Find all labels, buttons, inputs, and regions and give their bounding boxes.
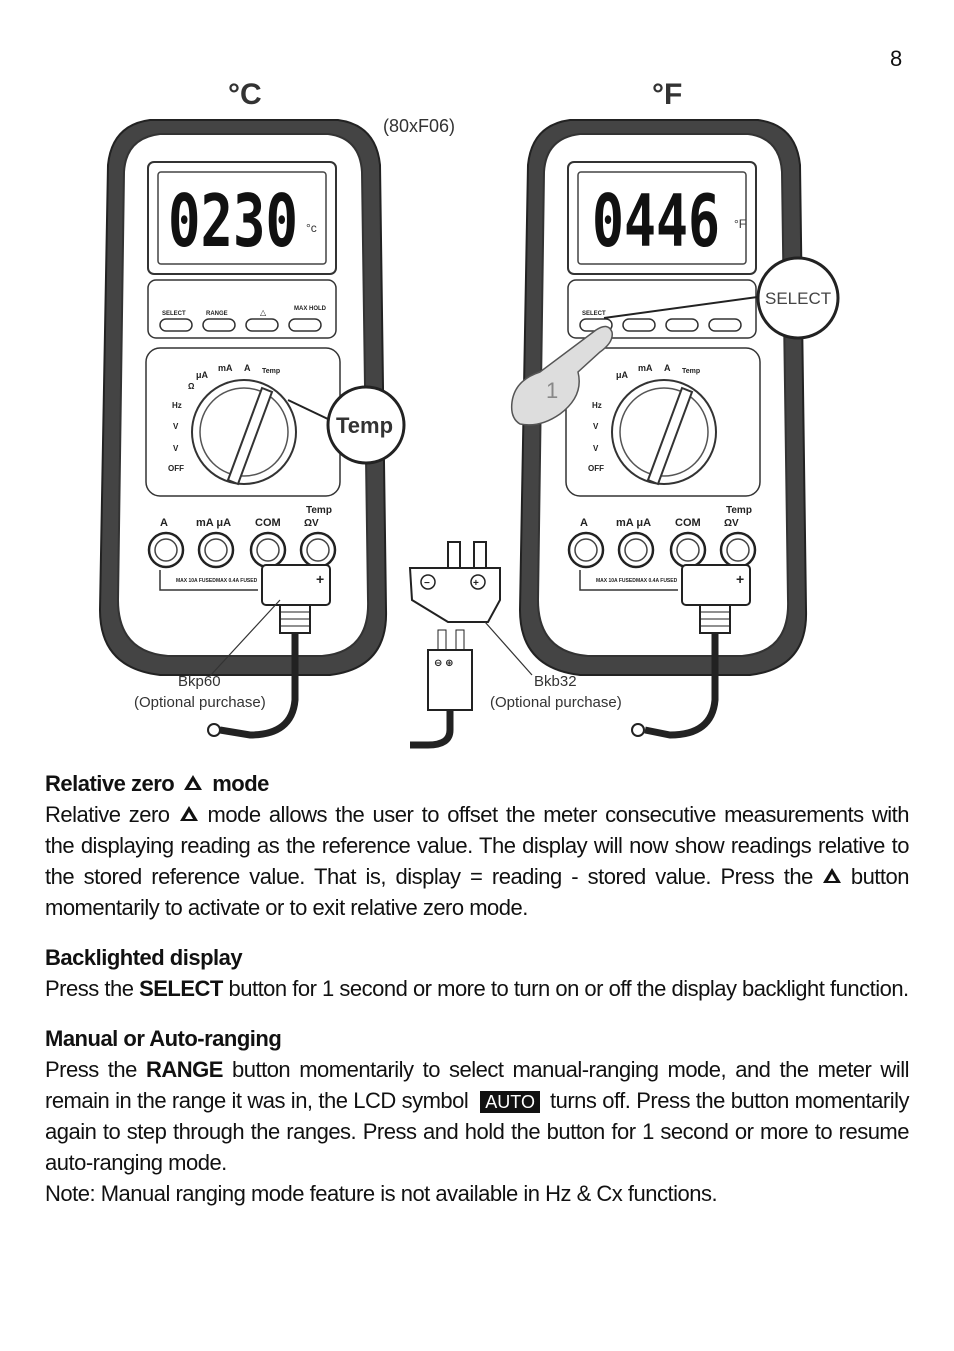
right-unit-label: °F (652, 78, 682, 111)
right-jack-label-temp: Temp (726, 505, 752, 516)
relative-zero-body-b: mode allows the user to offset the meter… (45, 802, 910, 889)
ranging-body-c: turns off. Press the button momentarily … (45, 1088, 910, 1175)
delta-icon (179, 806, 198, 821)
right-jack-label-ohmv: ΩV (724, 518, 739, 529)
right-fuse-10a: MAX 10A FUSED (596, 578, 636, 584)
ranging-body-b: button momentarily to select manual-rang… (45, 1057, 909, 1113)
finger-number: 1 (546, 378, 558, 403)
left-btn-label-rel: △ (260, 308, 267, 317)
right-dial-off: OFF (588, 464, 604, 473)
backlight-heading: Backlighted display (45, 945, 243, 970)
left-dial-temp: Temp (262, 368, 280, 375)
left-dial-hz: Hz (172, 401, 182, 410)
right-dial-ma: mA (638, 363, 653, 373)
right-lcd-value: 0446 (592, 179, 720, 263)
right-dial-hz: Hz (592, 401, 602, 410)
backlight-body-a: Press the (45, 976, 134, 1001)
left-dial-ohm: Ω (188, 382, 195, 391)
svg-text:+: + (736, 571, 744, 587)
relative-zero-body-a: Relative zero (45, 802, 170, 827)
left-dial-vdc: V (173, 444, 179, 453)
ranging-body-a: Press the (45, 1057, 137, 1082)
right-jack-label-a: A (580, 517, 588, 529)
left-btn-label-maxhold: MAX HOLD (294, 306, 327, 312)
right-callout-select: SELECT (765, 289, 831, 308)
delta-icon (184, 775, 203, 790)
relative-zero-heading: Relative zero mode (45, 768, 909, 799)
svg-text:−: − (424, 578, 430, 589)
left-jack-label-ma: mA μA (196, 517, 231, 529)
ranging-note: Note: Manual ranging mode feature is not… (45, 1181, 718, 1206)
left-jack-label-com: COM (255, 517, 281, 529)
backlight-body-b: button for 1 second or more to turn on o… (228, 976, 909, 1001)
left-meter: °C (80xF06) 0230 °c SELECT RANGE △ MAX H… (98, 78, 455, 739)
left-btn-label-select: SELECT (162, 311, 186, 317)
left-jack-label-ohmv: ΩV (304, 518, 319, 529)
relative-zero-title-b: mode (212, 771, 269, 796)
right-dial-vac: V (593, 422, 599, 431)
left-callout-temp: Temp (336, 413, 393, 438)
relative-zero-title-a: Relative zero (45, 771, 175, 796)
delta-icon (822, 868, 841, 883)
model-label: (80xF06) (383, 116, 455, 136)
ranging-body: Press the RANGE button momentarily to se… (45, 1054, 910, 1178)
svg-text:+: + (473, 578, 479, 589)
right-dial-a: A (664, 363, 671, 373)
left-jack-label-a: A (160, 517, 168, 529)
relative-zero-body-c: button momentarily to activate or to exi… (45, 864, 910, 920)
right-dial-vdc: V (593, 444, 599, 453)
adapter-name: Bkb32 (534, 673, 577, 690)
right-lcd-unit: °F (734, 217, 746, 231)
left-dial-ua: μA (196, 370, 209, 380)
left-dial-ma: mA (218, 363, 233, 373)
right-fuse-04a: MAX 0.4A FUSED (636, 578, 678, 584)
left-fuse-04a: MAX 0.4A FUSED (216, 578, 258, 584)
svg-text:⊖ ⊕: ⊖ ⊕ (434, 658, 454, 669)
left-dial-a: A (244, 363, 251, 373)
left-dial-off: OFF (168, 464, 184, 473)
adapter-plug: − + ⊖ ⊕ Bkb32 (Optional purchase) (408, 541, 622, 749)
right-dial-temp: Temp (682, 368, 700, 375)
left-fuse-10a: MAX 10A FUSED (176, 578, 216, 584)
range-key-label: RANGE (145, 1057, 223, 1082)
ranging-heading: Manual or Auto-ranging (45, 1026, 282, 1051)
left-jack-label-temp: Temp (306, 505, 332, 516)
adapter-note: (Optional purchase) (490, 694, 622, 711)
left-unit-label: °C (228, 78, 262, 111)
auto-lcd-symbol: AUTO (480, 1091, 540, 1113)
left-lcd-unit: °c (306, 221, 317, 235)
left-accessory-name: Bkp60 (178, 673, 221, 690)
right-meter: °F 0446 °F SELECT SELECT μA mA A Temp Hz… (510, 78, 840, 739)
right-dial-ua: μA (616, 370, 629, 380)
left-btn-label-range: RANGE (206, 311, 228, 317)
backlight-body: Press the SELECT button for 1 second or … (45, 973, 909, 1004)
svg-text:+: + (316, 571, 324, 587)
page-number: 8 (890, 46, 903, 71)
right-btn-label-select: SELECT (582, 311, 606, 317)
multimeter-illustration: °C (80xF06) 0230 °c SELECT RANGE △ MAX H… (98, 78, 840, 749)
right-jack-label-com: COM (675, 517, 701, 529)
left-lcd-value: 0230 (168, 179, 298, 263)
select-key-label: SELECT (139, 976, 223, 1001)
left-accessory-note: (Optional purchase) (134, 694, 266, 711)
left-dial-vac: V (173, 422, 179, 431)
right-jack-label-ma: mA μA (616, 517, 651, 529)
